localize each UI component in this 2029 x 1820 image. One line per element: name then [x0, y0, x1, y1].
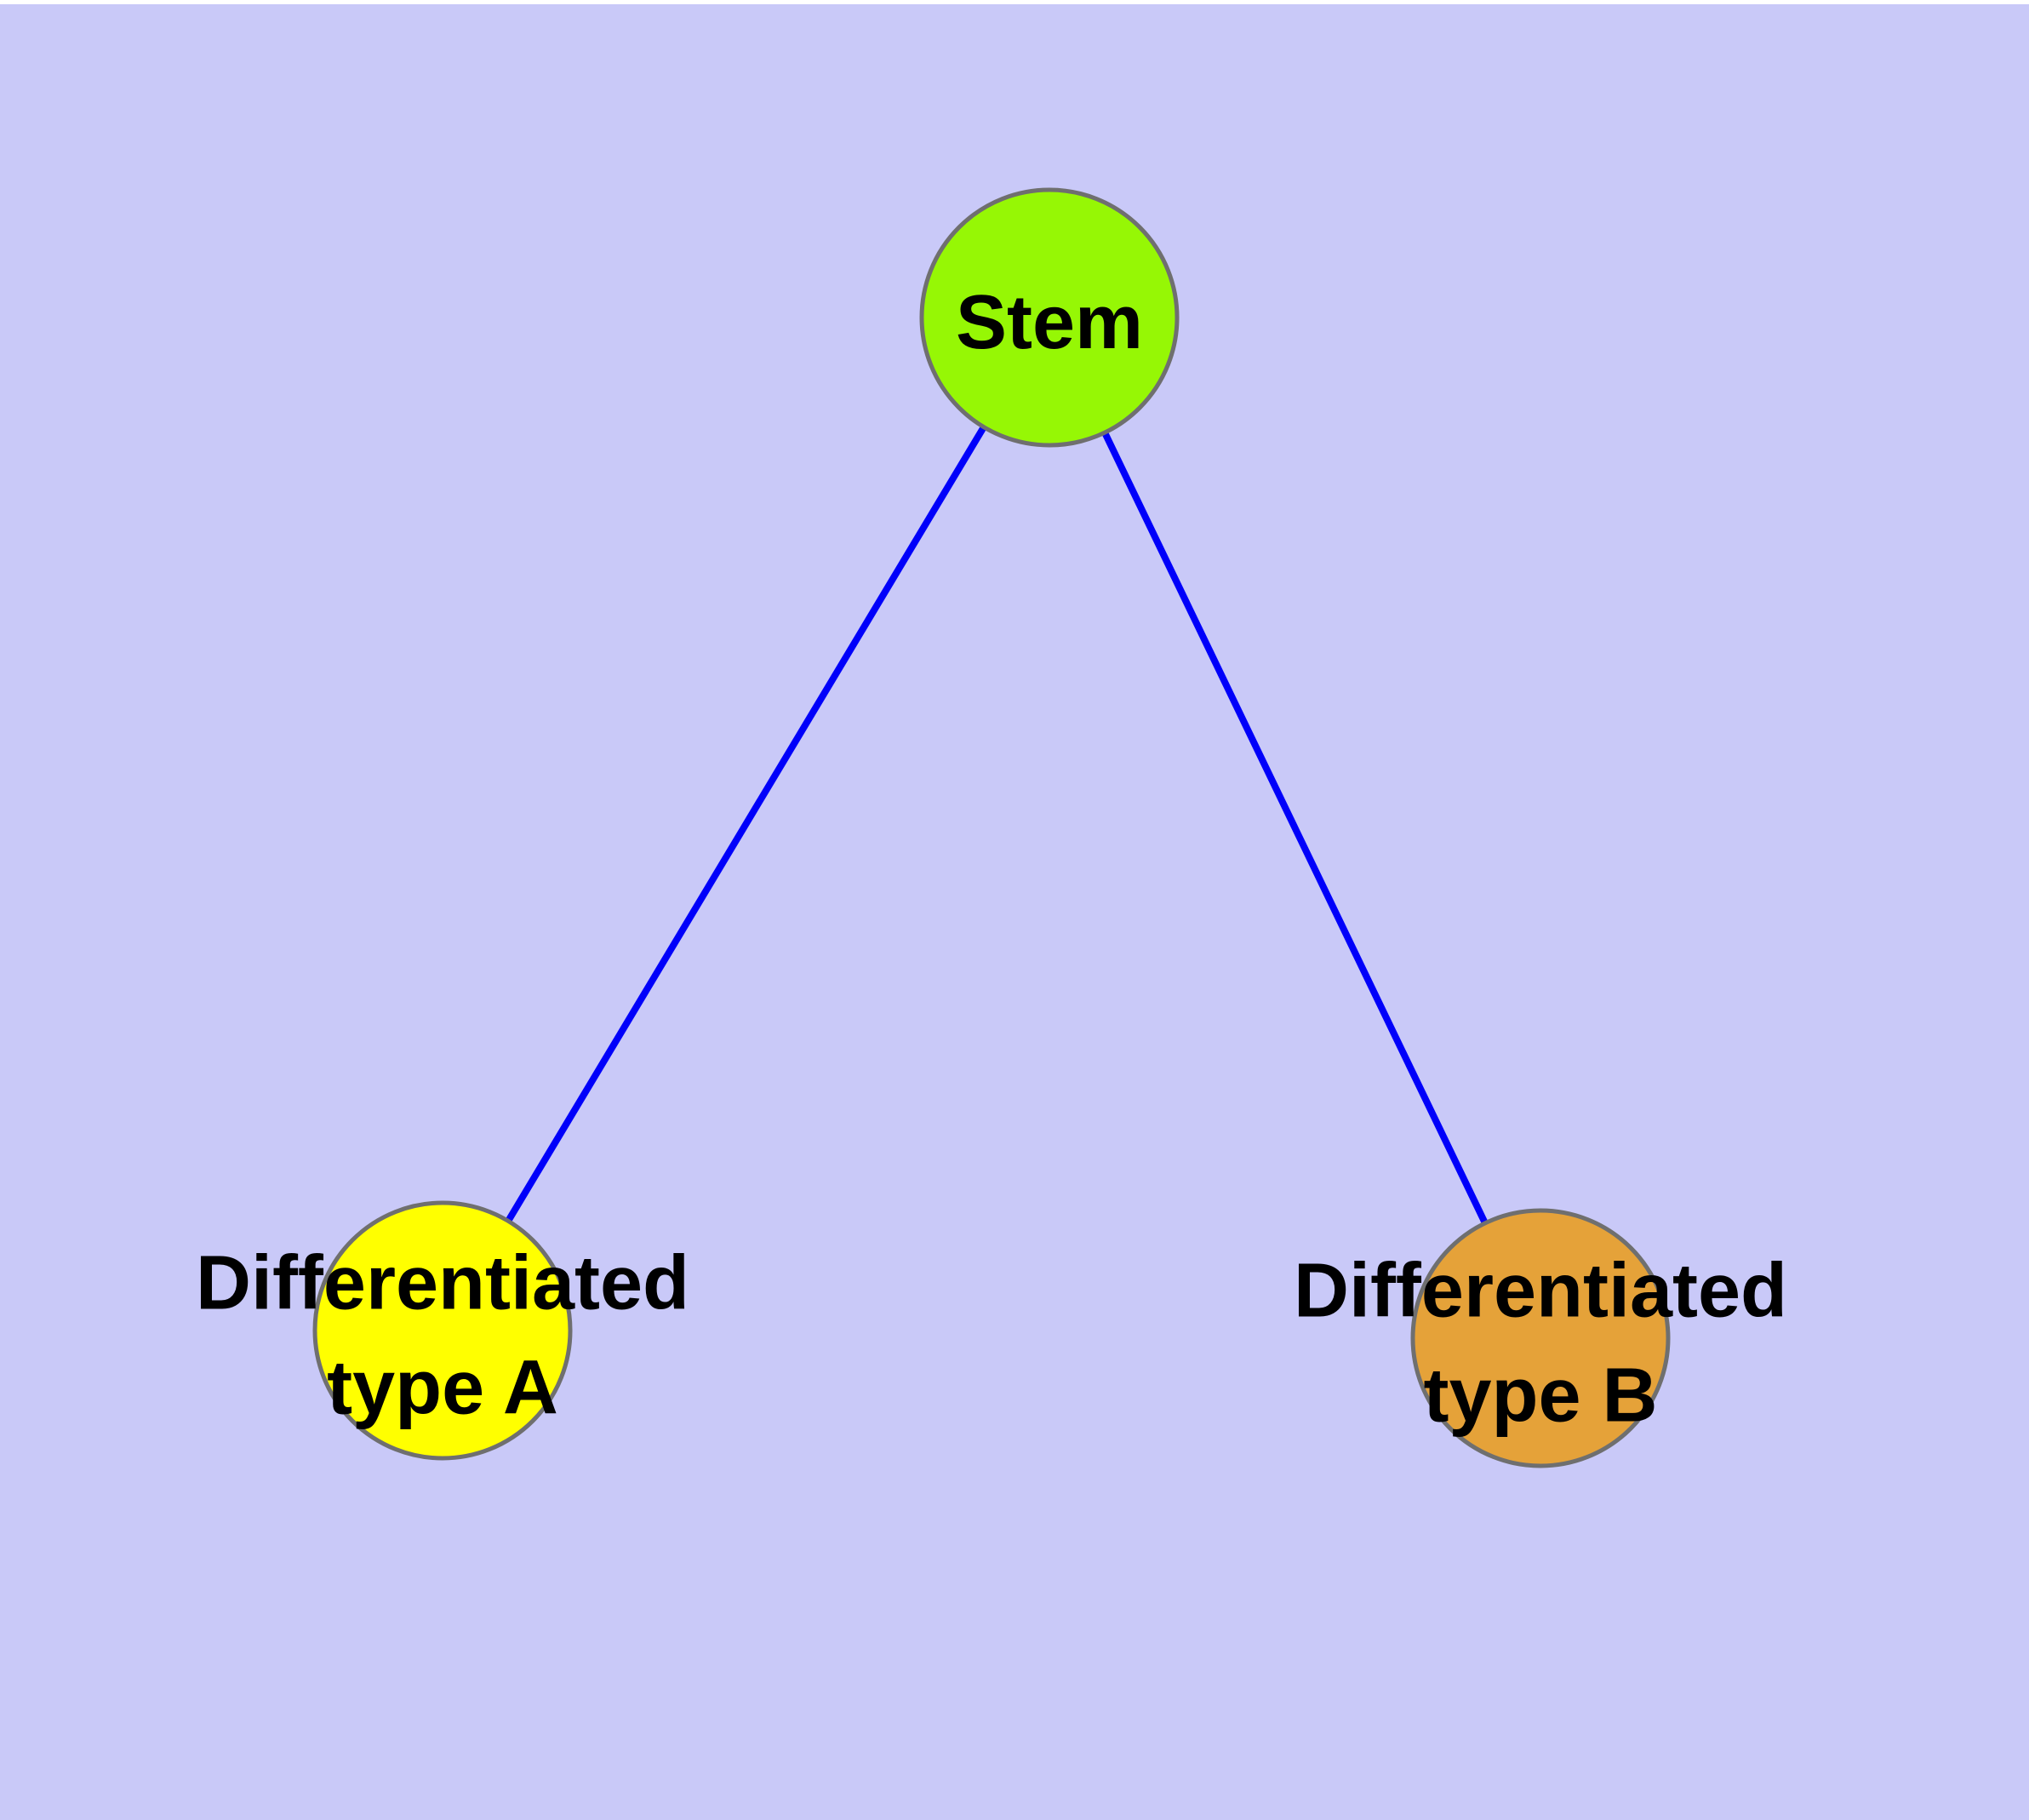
edge-stem-to-differentiated-type-a	[439, 315, 1053, 1333]
edge-stem-to-differentiated-type-b	[1046, 316, 1544, 1340]
node-label-stem-line-0: Stem	[956, 280, 1143, 365]
node-label-differentiated-type-b-line-0: Differentiated	[1294, 1249, 1787, 1334]
node-label-differentiated-type-a-line-0: Differentiated	[196, 1241, 689, 1326]
node-circle-differentiated-type-b	[1410, 1208, 1671, 1468]
node-label-differentiated-type-a-line-1: type A	[327, 1346, 558, 1431]
node-circle-stem	[919, 187, 1180, 448]
node-circle-differentiated-type-a	[312, 1200, 573, 1461]
node-label-differentiated-type-b-line-1: type B	[1423, 1354, 1657, 1439]
